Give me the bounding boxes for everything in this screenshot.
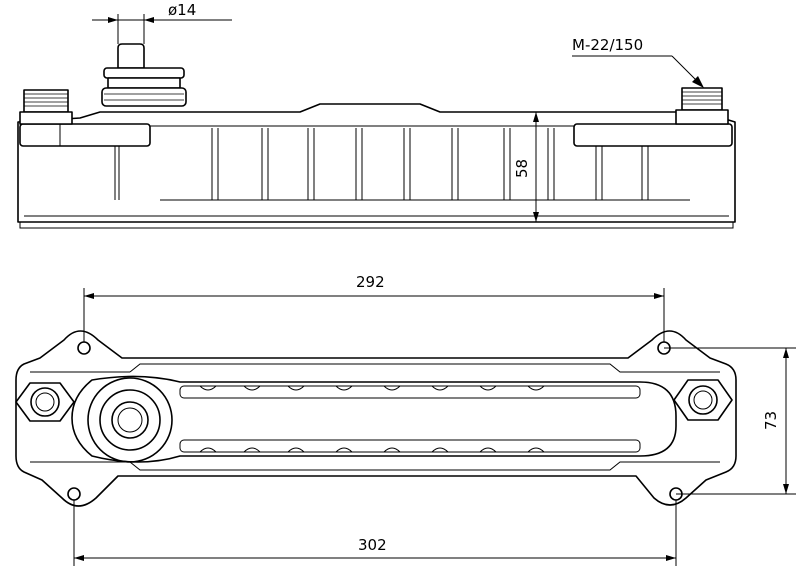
spacing-dimension-top: 292 xyxy=(83,273,665,342)
right-flange xyxy=(573,123,733,147)
mounting-hole-icon xyxy=(67,487,81,501)
spacing-label-top: 292 xyxy=(356,273,385,291)
cooling-fins xyxy=(160,128,690,201)
side-view: ø14 M-22/150 58 xyxy=(17,1,736,229)
spigot-top xyxy=(87,377,173,463)
thread-fitting-icon xyxy=(19,89,73,125)
thread-fitting-icon xyxy=(675,87,729,125)
spacing-label-bottom: 302 xyxy=(358,536,387,554)
spacing-dimension-bottom: 302 xyxy=(73,500,677,566)
mounting-hole-icon xyxy=(77,341,91,355)
spacing-label-vertical: 73 xyxy=(762,411,780,430)
fin-slots-bottom xyxy=(199,447,545,453)
spigot xyxy=(101,43,187,107)
diameter-dimension: ø14 xyxy=(92,1,232,44)
fin-slots-top xyxy=(199,385,545,391)
height-label: 58 xyxy=(513,159,531,178)
hex-nut-icon xyxy=(15,382,75,422)
side-view-body xyxy=(17,103,736,223)
thread-callout: M-22/150 xyxy=(572,36,704,88)
hex-nut-icon xyxy=(673,379,733,421)
spacing-dimension-vertical: 73 xyxy=(664,347,796,495)
top-view-body xyxy=(71,375,677,463)
top-view: 292 302 73 xyxy=(15,273,796,566)
top-view-flange xyxy=(15,330,737,507)
diameter-label: ø14 xyxy=(168,1,196,19)
left-flange xyxy=(19,123,151,147)
height-dimension: 58 xyxy=(513,112,539,222)
thread-label: M-22/150 xyxy=(572,36,643,54)
